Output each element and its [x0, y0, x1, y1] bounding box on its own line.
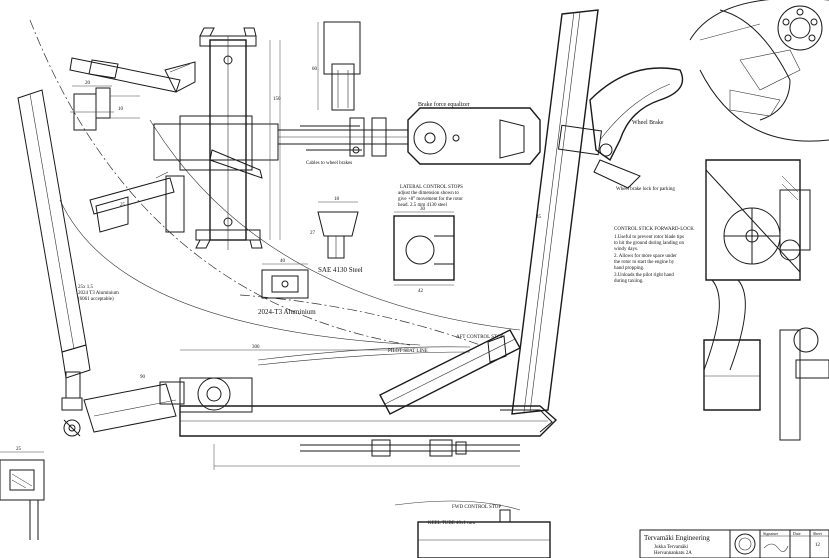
control-stick: 35	[511, 9, 603, 415]
forward-lock-note: to hit the ground during landing on	[614, 241, 684, 246]
keel-tube-label: KEEL TUBE 40x1 mm	[428, 521, 475, 526]
aluminium-block-detail: 40 2024-T3 Aluminium	[258, 259, 316, 316]
pilot-seat-line-label: PILOT SEAT LINE	[388, 349, 428, 354]
dim-label: 27	[310, 231, 316, 236]
tube-material-label: 2024 T3 Aluminium	[78, 291, 119, 296]
dim-label: 30	[420, 207, 426, 212]
rod-end-detail: 20 10	[70, 81, 140, 131]
frame-tube-diagonal: AFT CONTROL STOP PILOT SEAT LINE	[379, 329, 521, 415]
wheel-brake-lock-label: Wheel brake lock for parking	[616, 187, 675, 192]
dim-label: 150	[273, 97, 281, 102]
forward-lock-note: during taxiing.	[614, 279, 643, 284]
forward-lock-frame	[705, 159, 811, 281]
tube-material-label: 25x 1.5	[78, 285, 94, 290]
signature-column: Signature	[763, 531, 779, 536]
forward-lock-note: the rotor to start the engine by	[614, 260, 675, 265]
forward-lock-note: 3.Unloads the pilot right hand	[614, 273, 674, 278]
forward-lock-note: 2. Allows for more space under	[614, 254, 677, 259]
dim-label: 25	[16, 447, 22, 452]
dim-label: 10	[118, 107, 124, 112]
tube-material-label: (6061 acceptable)	[78, 297, 114, 302]
forward-lock-title: CONTROL STICK FORWARD-LOCK	[614, 227, 694, 232]
dim-label: 90	[140, 375, 146, 380]
wheel-brake-label: Wheel Brake	[632, 120, 664, 126]
dim-label: 25	[120, 203, 126, 208]
designer-address: Hervannankatu 2A	[654, 551, 692, 556]
date-column: Date	[793, 531, 801, 536]
steel-label: SAE 4130 Steel	[318, 266, 363, 274]
fwd-control-stop-label: FWD CONTROL STOP	[452, 505, 501, 510]
pushrod-assembly	[69, 57, 196, 93]
forward-lock-latch	[703, 279, 829, 441]
wheel-brake-detail-view	[689, 0, 829, 142]
lateral-stops-title: LATERAL CONTROL STOPS	[400, 185, 463, 190]
dim-label: 35	[536, 215, 542, 220]
stick-lower-beam: 300	[179, 345, 558, 470]
forward-lock-note: hand propping.	[614, 266, 644, 271]
designer-name: Jukka Tervamäki	[654, 545, 689, 550]
rotor-head-assembly: 150	[153, 27, 281, 250]
clamp-detail: 25	[0, 447, 45, 540]
lateral-stops-text: adjust the dimension shown to	[398, 191, 459, 196]
dim-label: 60	[312, 67, 318, 72]
dim-label: 18	[334, 197, 340, 202]
brake-force-equalizer: Brake force equalizer	[407, 101, 541, 165]
lateral-control-stops: 30 42 LATERAL CONTROL STOPS adjust the d…	[393, 185, 463, 294]
control-cable	[300, 439, 520, 457]
forward-lock-note: windy days.	[614, 247, 638, 252]
dim-label: 20	[85, 81, 91, 86]
forward-lock-notes: CONTROL STICK FORWARD-LOCK 1.Useful to p…	[614, 227, 694, 284]
sheet-column: Sheet	[813, 531, 823, 536]
sleeve-detail: 25	[89, 171, 175, 233]
wheel-brake-lever: Wheel Brake Wheel brake lock for parking	[589, 67, 684, 192]
steel-bracket-detail: 18 27 SAE 4130 Steel	[310, 197, 363, 274]
company-name: Tervamäki Engineering	[644, 534, 710, 542]
dim-label: 40	[280, 259, 286, 264]
brake-equalizer-label: Brake force equalizer	[418, 101, 470, 108]
cables-to-wheel-brakes-label: Cables to wheel brakes	[306, 161, 352, 166]
stick-pivot-housing: 90	[83, 375, 253, 433]
guide-arcs	[29, 19, 521, 511]
dim-label: 42	[418, 289, 424, 294]
rod-end-sketch: 60	[312, 21, 361, 111]
brake-cable-rod: Cables to wheel brakes	[277, 117, 409, 166]
aluminium-label: 2024-T3 Aluminium	[258, 308, 316, 316]
keel-tube: KEEL TUBE 40x1 mm FWD CONTROL STOP	[417, 505, 551, 558]
dim-label: 300	[252, 345, 260, 350]
aft-control-stop-label: AFT CONTROL STOP	[456, 335, 504, 340]
lateral-stops-text: give +8° movement for the rotor	[398, 197, 463, 202]
title-block: Tervamäki Engineering Jukka Tervamäki He…	[639, 529, 829, 558]
control-tube-left: 25x 1.5 2024 T3 Aluminium (6061 acceptab…	[17, 89, 119, 437]
lateral-stops-text: head. 2.5 mm 4130 steel	[398, 203, 447, 208]
forward-lock-note: 1.Useful to prevent rotor blade tips	[614, 235, 684, 240]
sheet-number: 12	[815, 543, 821, 548]
